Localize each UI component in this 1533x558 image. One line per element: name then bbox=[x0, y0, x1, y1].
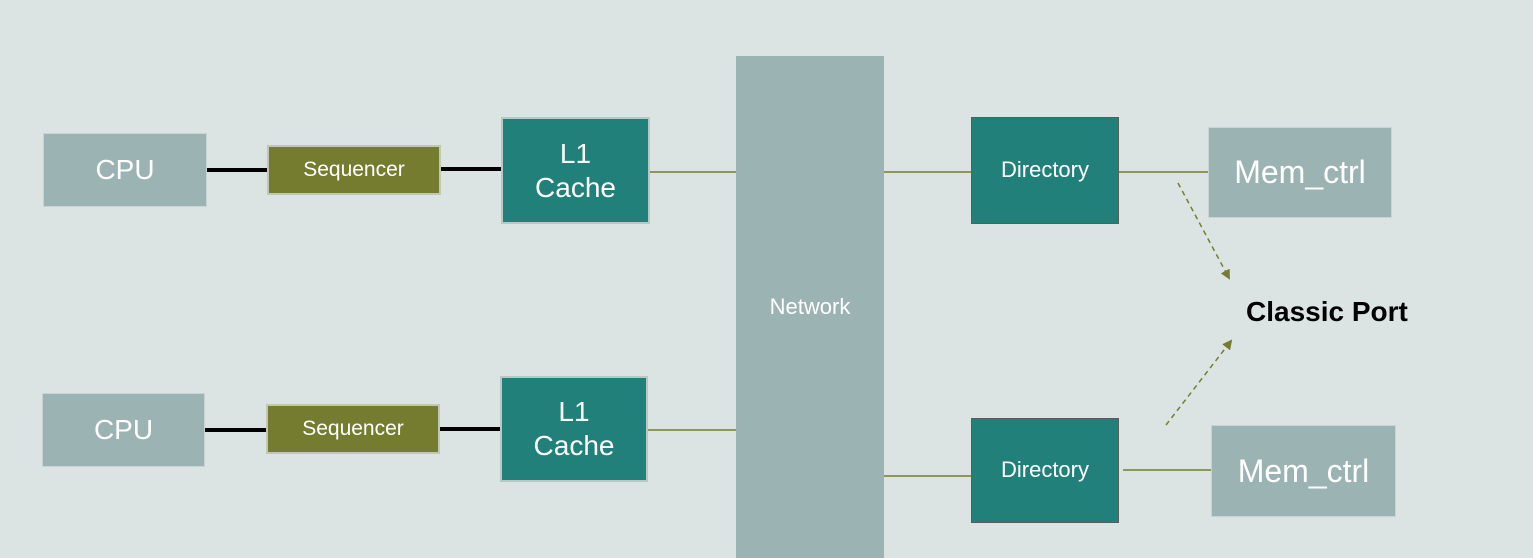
directory-box-top: Directory bbox=[971, 117, 1119, 224]
cpu-box-bottom: CPU bbox=[42, 393, 205, 467]
classic-port-arrow-bottom bbox=[1165, 339, 1233, 426]
classic-port-label: Classic Port bbox=[1246, 296, 1408, 327]
cpu-box-top: CPU bbox=[43, 133, 207, 207]
l1-cache-box-top: L1 Cache bbox=[501, 117, 650, 224]
directory-box-bottom: Directory bbox=[971, 418, 1119, 523]
network-box: Network bbox=[736, 56, 884, 558]
sequencer-box-bottom: Sequencer bbox=[266, 404, 440, 454]
l1-cache-box-bottom: L1 Cache bbox=[500, 376, 648, 482]
mem-ctrl-box-top: Mem_ctrl bbox=[1208, 127, 1392, 218]
sequencer-box-top: Sequencer bbox=[267, 145, 441, 195]
mem-ctrl-box-bottom: Mem_ctrl bbox=[1211, 425, 1396, 517]
